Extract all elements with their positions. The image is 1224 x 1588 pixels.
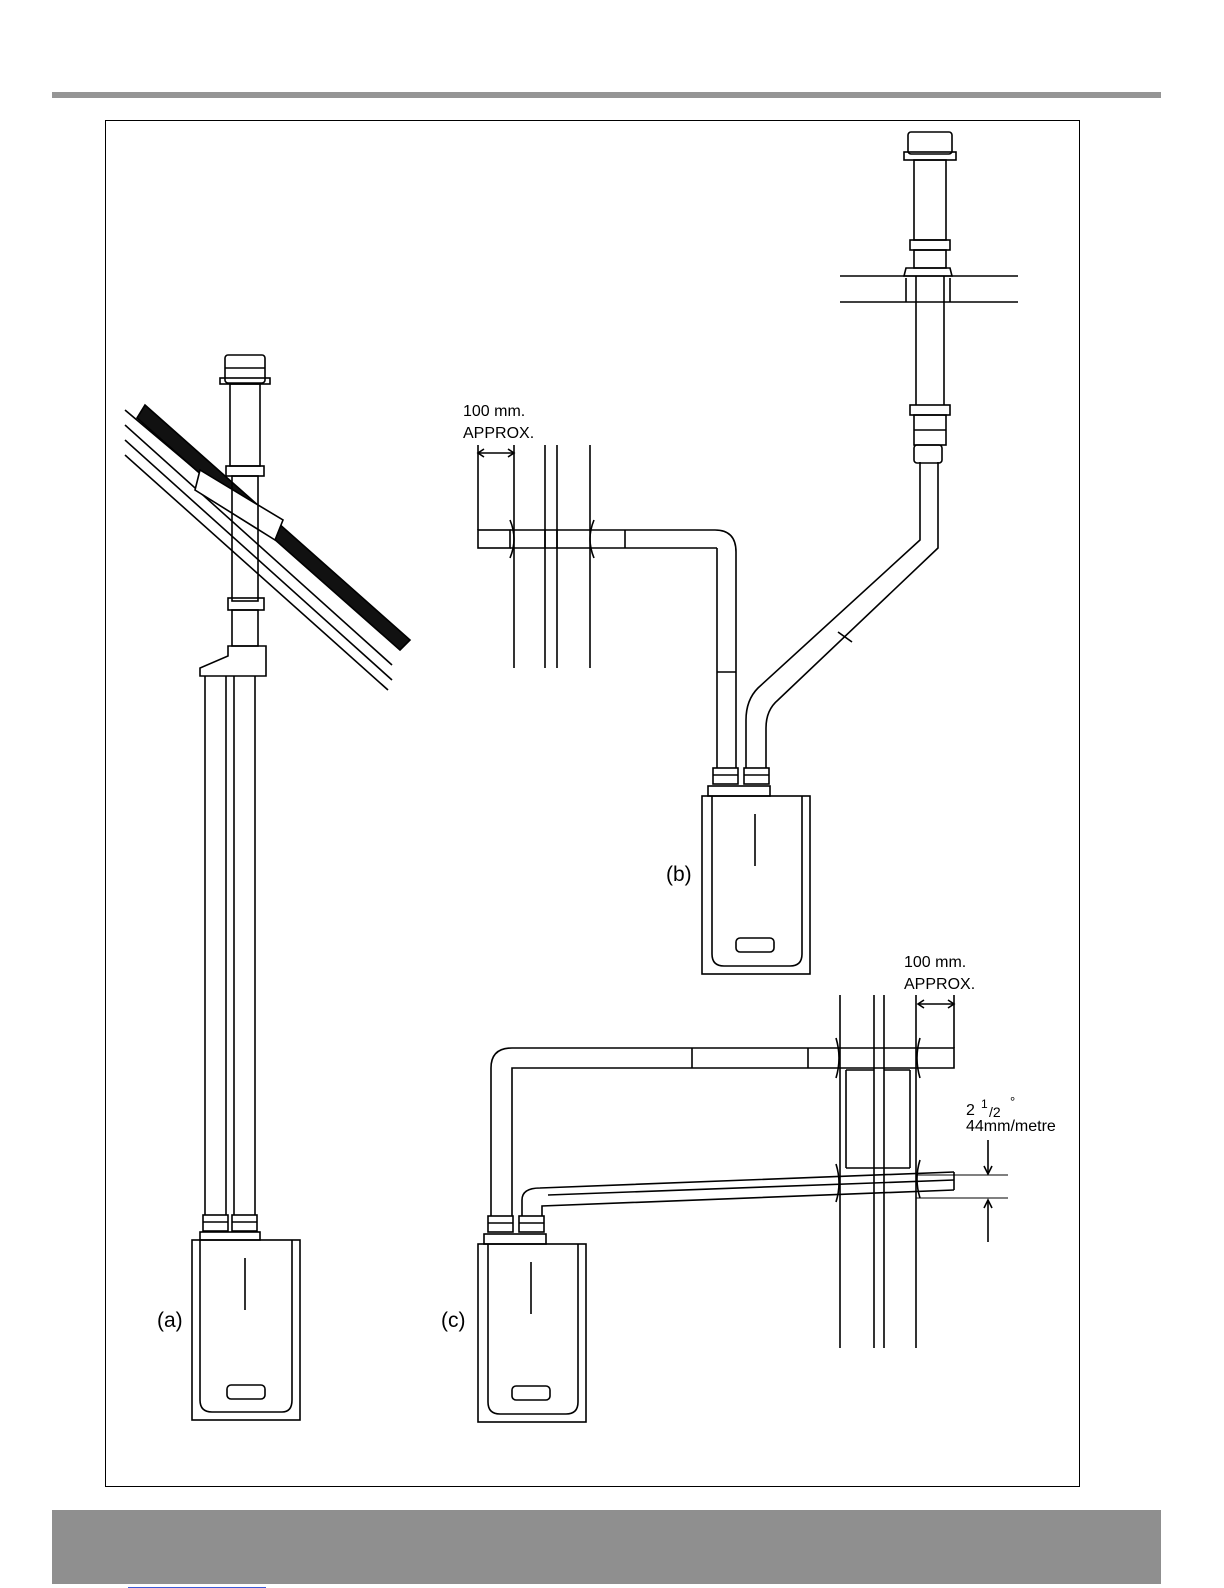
angled-pipe-b [746,445,942,768]
footer-band [52,1510,1161,1584]
twin-pipe-adaptor [200,646,266,676]
horizontal-pipe-b [478,520,736,768]
slope-angle-degree: ° [1010,1094,1015,1109]
twin-flue-pipes [203,676,257,1231]
dimension-b [478,445,514,530]
slope-angle-numerator: 1 [981,1097,988,1111]
dimension-b-value: 100 mm. [463,403,525,420]
slope-angle-whole: 2 [966,1102,975,1119]
panel-c-label: (c) [441,1309,466,1332]
panel-a-label: (a) [157,1309,183,1332]
boiler-c [478,1234,586,1422]
slope-rate: 44mm/metre [966,1118,1056,1135]
panel-b-drawing [478,132,1018,974]
roof-section-b [840,276,1018,302]
panel-b-label: (b) [666,863,692,886]
vertical-flue-b [904,132,956,445]
wall-b [514,445,590,668]
vertical-flue-pipe [230,384,260,466]
panel-a-drawing [125,355,410,1420]
boiler-a [192,1232,300,1420]
dimension-c-value: 100 mm. [904,954,966,971]
roof-rafters [125,410,398,690]
dimension-c [918,995,954,1048]
dimension-c-note: APPROX. [904,976,975,993]
boiler-b [702,786,810,974]
dimension-b-note: APPROX. [463,425,534,442]
panel-c-drawing [478,995,1008,1422]
